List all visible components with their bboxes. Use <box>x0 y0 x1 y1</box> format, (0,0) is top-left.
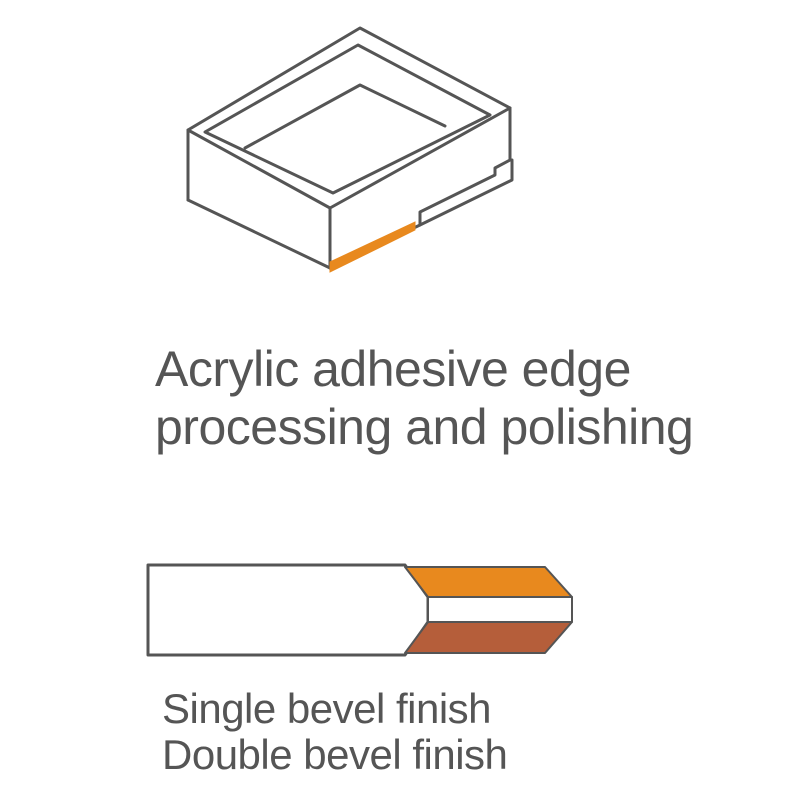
drawer-inner-walls <box>243 83 447 150</box>
double-bevel-label: Double bevel finish <box>162 731 508 778</box>
drawer-left-bottom <box>186 198 332 270</box>
drawer-outer-rim <box>186 26 512 210</box>
drawer-adhesive-edge <box>329 221 416 273</box>
bevel-profile-illustration <box>146 563 573 657</box>
bevel-board-body <box>146 563 430 657</box>
main-caption-line-2: processing and polishing <box>155 399 694 455</box>
finish-captions: Single bevel finish Double bevel finish <box>162 685 508 778</box>
single-bevel-label: Single bevel finish <box>162 685 492 732</box>
drawer-rail <box>418 158 514 227</box>
main-caption: Acrylic adhesive edge processing and pol… <box>155 340 694 456</box>
drawer-box-illustration <box>186 26 514 270</box>
bevel-top-orange <box>404 566 573 598</box>
bevel-middle-band <box>427 596 573 623</box>
drawer-inner-rim <box>203 43 492 195</box>
main-caption-line-1: Acrylic adhesive edge <box>155 341 631 397</box>
bevel-bottom-brown <box>404 621 573 654</box>
